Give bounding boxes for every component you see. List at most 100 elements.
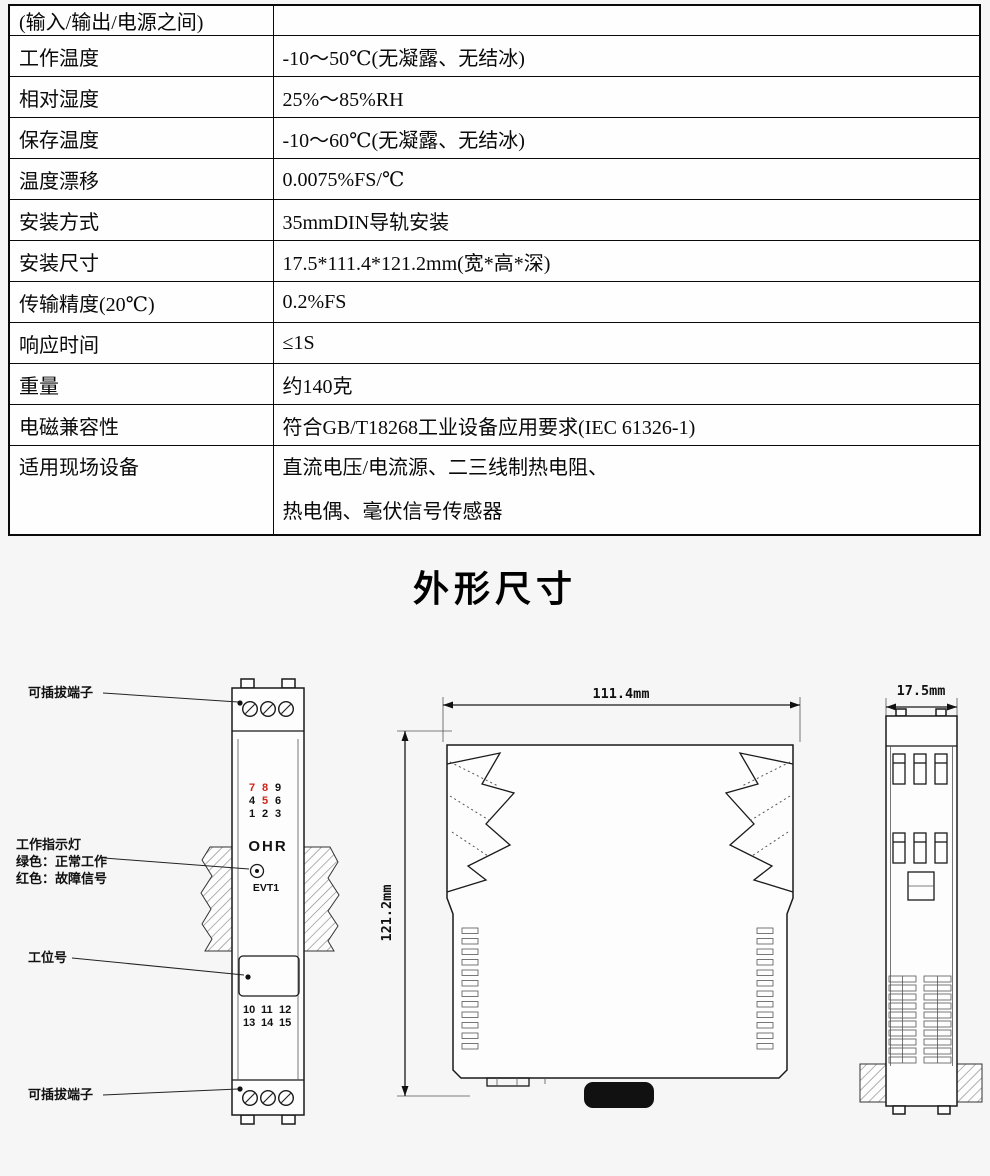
- terminal-number: 6: [275, 795, 281, 807]
- spec-label: 响应时间: [8, 322, 274, 364]
- callout-indicator-green: 绿色：正常工作: [16, 854, 107, 869]
- side-body: [885, 715, 958, 1107]
- spec-label: 重量: [8, 363, 274, 405]
- bottom-terminal-screws: [237, 1086, 294, 1107]
- terminal-number: 12: [279, 1004, 291, 1016]
- module-top-tab: [240, 678, 255, 689]
- table-row: 安装方式 35mmDIN导轨安装: [8, 199, 981, 241]
- spec-label: 温度漂移: [8, 158, 274, 200]
- height-dimension-label: 121.2mm: [379, 885, 395, 942]
- terminal-number: 1: [249, 808, 255, 820]
- spec-value-line2: 热电偶、毫伏信号传感器: [282, 501, 503, 523]
- callouts: 可插拔端子 工作指示灯 绿色：正常工作 红色：故障信号 工位号 可插拔端子: [16, 685, 250, 1102]
- screw-icon: [260, 701, 276, 717]
- terminal-number: 5: [262, 795, 268, 807]
- terminal-number: 13: [243, 1017, 255, 1029]
- leader-line: [103, 857, 250, 870]
- spec-table: (输入/输出/电源之间) 工作温度 -10～50℃(无凝露、无结冰) 相对湿度 …: [8, 4, 981, 536]
- terminal-numbers-top: 7 8 9 4 5 6 1 2 3: [249, 782, 281, 820]
- leader-line: [102, 1088, 239, 1096]
- callout-station: 工位号: [28, 950, 67, 965]
- height-dimension: 121.2mm: [379, 730, 470, 1097]
- spec-label: 适用现场设备: [8, 445, 274, 536]
- spec-label: 工作温度: [8, 35, 274, 77]
- width-dimension-label: 111.4mm: [593, 686, 650, 702]
- station-tag-box: [238, 955, 300, 997]
- front-view: 7 8 9 4 5 6 1 2 3 OHR EVT1 10 11 12 13: [200, 678, 340, 1125]
- spec-value: 符合GB/T18268工业设备应用要求(IEC 61326-1): [272, 404, 981, 446]
- spec-label: 安装方式: [8, 199, 274, 241]
- side-view: 17.5mm: [859, 683, 983, 1115]
- terminal-number: 4: [249, 795, 256, 807]
- depth-dimension-label: 17.5mm: [897, 683, 946, 699]
- callout-top-terminal: 可插拔端子: [28, 685, 93, 700]
- leader-line: [71, 957, 245, 976]
- module-body: [231, 687, 305, 1116]
- profile-outline: [446, 744, 794, 1079]
- spec-value: ≤1S: [272, 322, 981, 364]
- spec-value: 17.5*111.4*121.2mm(宽*高*深): [272, 240, 981, 282]
- spec-value: -10～60℃(无凝露、无结冰): [272, 117, 981, 159]
- terminal-numbers-bottom: 10 11 12 13 14 15: [243, 1004, 291, 1029]
- profile-view: 111.4mm 121.2mm: [379, 686, 801, 1108]
- leader-line: [102, 692, 239, 703]
- din-rail-hatch-right: [303, 846, 340, 952]
- din-clip: [584, 1082, 654, 1108]
- section-title: 外形尺寸: [412, 568, 577, 609]
- screw-icon: [241, 1089, 258, 1107]
- brand-logo: OHR: [248, 838, 287, 855]
- side-slot-grid-right: [923, 975, 952, 1064]
- table-row: 适用现场设备 直流电压/电流源、二三线制热电阻、 热电偶、毫伏信号传感器: [8, 445, 981, 536]
- spec-value: -10～50℃(无凝露、无结冰): [272, 35, 981, 77]
- terminal-number: 7: [249, 782, 255, 794]
- table-row: 温度漂移 0.0075%FS/℃: [8, 158, 981, 200]
- side-window: [907, 871, 935, 901]
- spec-value: 直流电压/电流源、二三线制热电阻、 热电偶、毫伏信号传感器: [272, 445, 981, 536]
- table-row: 重量 约140克: [8, 363, 981, 405]
- side-bottom-tab: [937, 1105, 951, 1115]
- status-led: [249, 863, 265, 879]
- led-label: EVT1: [253, 882, 279, 894]
- table-row: 保存温度 -10～60℃(无凝露、无结冰): [8, 117, 981, 159]
- terminal-cutout-right: [724, 752, 794, 893]
- terminal-number: 2: [262, 808, 268, 820]
- terminal-number: 3: [275, 808, 281, 820]
- bottom-details: [486, 1077, 654, 1108]
- terminal-number: 8: [262, 782, 268, 794]
- table-row: 响应时间 ≤1S: [8, 322, 981, 364]
- spec-label: 保存温度: [8, 117, 274, 159]
- table-row: 电磁兼容性 符合GB/T18268工业设备应用要求(IEC 61326-1): [8, 404, 981, 446]
- spec-label: 安装尺寸: [8, 240, 274, 282]
- module-bottom-tab: [281, 1114, 296, 1125]
- spec-value: 约140克: [272, 363, 981, 405]
- callout-bottom-terminal: 可插拔端子: [28, 1087, 93, 1102]
- module-bottom-tab: [240, 1114, 255, 1125]
- module-top-tab: [281, 678, 296, 689]
- cutout-dotted-lines: [449, 761, 791, 857]
- terminal-cutout-left: [446, 752, 516, 893]
- terminal-number: 15: [279, 1017, 291, 1029]
- spec-value: 35mmDIN导轨安装: [272, 199, 981, 241]
- spec-value: 0.0075%FS/℃: [272, 158, 981, 200]
- side-top-tab: [935, 708, 947, 717]
- side-slot-grid-left: [888, 975, 917, 1064]
- screw-icon: [241, 701, 258, 717]
- width-dimension: 111.4mm: [442, 686, 801, 742]
- top-terminal-screws: [237, 700, 294, 717]
- spec-value-line1: 直流电压/电流源、二三线制热电阻、: [282, 457, 609, 479]
- callout-indicator-title: 工作指示灯: [16, 837, 81, 852]
- side-bottom-tab: [892, 1105, 906, 1115]
- callout-indicator-red: 红色：故障信号: [16, 871, 107, 886]
- terminal-number: 9: [275, 782, 281, 794]
- screw-icon: [278, 701, 294, 717]
- terminal-number: 11: [261, 1004, 273, 1016]
- terminal-marker-dot: [237, 1086, 243, 1092]
- terminal-number: 14: [261, 1017, 274, 1029]
- table-row: 工作温度 -10～50℃(无凝露、无结冰): [8, 35, 981, 77]
- din-rail-hatch-left: [200, 846, 233, 952]
- screw-icon: [260, 1089, 276, 1107]
- screw-icon: [278, 1089, 294, 1107]
- terminal-marker-dot: [237, 700, 243, 706]
- side-top-tab: [895, 708, 907, 717]
